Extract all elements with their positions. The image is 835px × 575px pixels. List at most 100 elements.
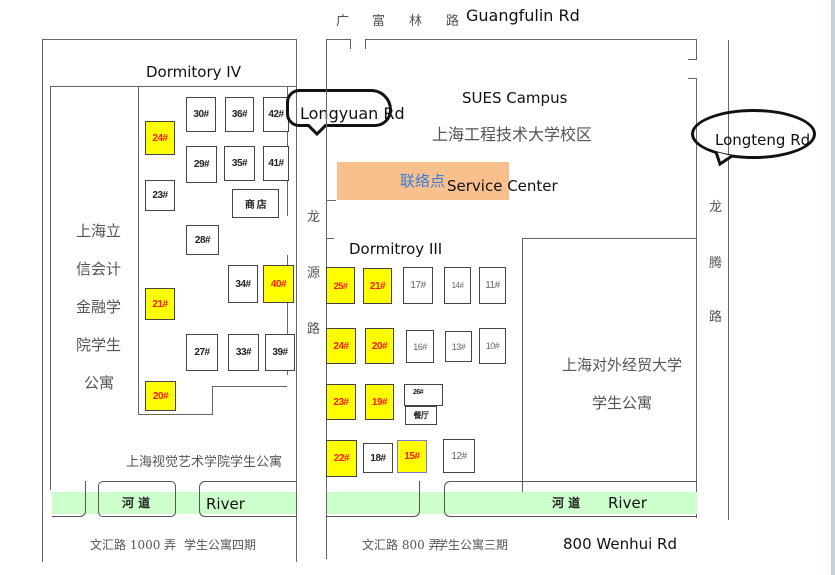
building-21-highlighted[interactable]: 21# (145, 288, 175, 320)
building-24-d3-highlighted[interactable]: 24# (326, 328, 356, 364)
building-39[interactable]: 39# (265, 334, 295, 371)
sufe-dorm-top (522, 238, 697, 239)
longteng-road-edge (728, 40, 729, 520)
longteng-road-cn-2: 腾 (709, 256, 723, 271)
building-20-d3-highlighted[interactable]: 20# (365, 328, 394, 364)
neighbor-visual-arts-dorm: 上海视觉艺术学院学生公寓 (126, 455, 283, 470)
campus-title-cn: 上海工程技术大学校区 (432, 125, 593, 144)
neighbor-lixin-dorm: 上海立 信会计 金融学 院学生 公寓 (76, 212, 121, 402)
river-dorm4 (52, 492, 296, 514)
river-bank-3 (199, 481, 296, 517)
longyuan-road-cn-1: 龙 (307, 210, 321, 225)
building-18[interactable]: 18# (363, 443, 393, 473)
longyuan-road-label: Longyuan Rd (300, 104, 405, 123)
building-23[interactable]: 23# (145, 180, 175, 211)
dorm4-campus-bottom (138, 414, 212, 415)
guangfulin-road-cn-1: 广 (336, 14, 350, 29)
building-20-highlighted[interactable]: 20# (145, 381, 176, 411)
building-28[interactable]: 28# (186, 225, 219, 255)
building-24-highlighted[interactable]: 24# (145, 121, 175, 155)
building-23-d3-highlighted[interactable]: 23# (326, 384, 356, 420)
wenhui-road-label: 800 Wenhui Rd (563, 535, 677, 553)
building-11[interactable]: 11# (479, 267, 506, 304)
neighbor-sufe-line-2: 学生公寓 (592, 394, 653, 412)
vertical-scrollbar[interactable] (831, 0, 835, 575)
river-label-en-dorm3: River (608, 494, 647, 512)
river-label-cn-dorm4: 河 道 (122, 496, 151, 510)
shop-building[interactable]: 商 店 (232, 189, 279, 218)
dorm4-campus-left (138, 86, 139, 414)
river-bank-5 (444, 481, 697, 517)
building-40-highlighted[interactable]: 40# (263, 265, 294, 303)
river-bank-1 (52, 481, 86, 517)
dorm4-phase: 学生公寓四期 (184, 538, 257, 552)
dorm4-campus-step-top (212, 386, 287, 387)
campus-right-gate-tick (688, 78, 697, 79)
river-bank-4 (326, 481, 420, 517)
building-14[interactable]: 14# (444, 267, 471, 304)
river-bank-2 (98, 481, 176, 517)
campus-gate-left-top (326, 39, 350, 40)
campus-right-top-tick (688, 59, 697, 60)
building-22-highlighted[interactable]: 22# (326, 440, 357, 477)
neighbor-lixin-line-1: 上海立 (76, 222, 122, 240)
campus-right-wall (696, 78, 697, 518)
dorm3-top-tick (326, 238, 334, 239)
campus-gate-right-post (365, 39, 366, 49)
building-13[interactable]: 13# (445, 331, 472, 362)
dorm4-campus-right-lower (287, 255, 288, 375)
building-12[interactable]: 12# (443, 439, 475, 473)
building-21-d3-highlighted[interactable]: 21# (363, 268, 392, 304)
longyuan-road-cn-2: 源 (307, 266, 321, 281)
dorm4-address: 文汇路 1000 弄 (90, 538, 177, 552)
neighbor-sufe-dorm: 上海对外经贸大学 学生公寓 (562, 346, 682, 422)
neighbor-lixin-line-3: 金融学 (76, 298, 122, 316)
river-label-cn-dorm3: 河 道 (552, 496, 581, 510)
longyuan-callout-bubble (286, 89, 392, 127)
neighbor-lixin-line-5: 公寓 (84, 374, 115, 392)
building-41[interactable]: 41# (263, 146, 289, 181)
campus-title-en: SUES Campus (462, 89, 568, 107)
building-25-highlighted[interactable]: 25# (326, 267, 355, 304)
building-33[interactable]: 33# (228, 334, 259, 371)
building-10[interactable]: 10# (479, 328, 506, 364)
dorm4-inner-top (50, 86, 296, 87)
building-19-highlighted[interactable]: 19# (365, 384, 394, 420)
dorm4-campus-step (212, 386, 213, 415)
neighbor-lixin-line-4: 院学生 (76, 336, 122, 354)
building-34[interactable]: 34# (228, 265, 258, 303)
longteng-callout-tail (714, 152, 733, 167)
guangfulin-road-cn-4: 路 (446, 14, 460, 29)
longteng-road-cn-1: 龙 (709, 200, 723, 215)
building-30[interactable]: 30# (186, 97, 216, 132)
dorm4-inner-left (50, 86, 51, 490)
dorm4-outer-left (42, 39, 43, 562)
sufe-dorm-left (522, 238, 523, 496)
longteng-road-cn-3: 路 (709, 310, 723, 325)
longteng-road-label: Longteng Rd (715, 131, 811, 149)
service-center-label-en: Service Center (447, 177, 558, 195)
building-35[interactable]: 35# (224, 146, 255, 181)
dorm4-outer-right (296, 39, 297, 562)
building-26[interactable]: 26# (404, 384, 443, 406)
building-16[interactable]: 16# (406, 330, 434, 363)
longteng-callout-bubble (691, 109, 816, 159)
service-center-area[interactable] (337, 162, 509, 200)
building-36[interactable]: 36# (225, 97, 254, 132)
canteen-building[interactable]: 餐厅 (405, 406, 437, 425)
building-15-highlighted[interactable]: 15# (397, 440, 427, 473)
dorm3-title: Dormitroy III (349, 240, 443, 258)
service-center-label-cn: 联络点 (400, 172, 446, 190)
dorm4-outer-top (42, 39, 296, 40)
guangfulin-road-label: Guangfulin Rd (466, 6, 580, 25)
dorm3-address: 文汇路 800 弄 (362, 538, 441, 552)
campus-right-top-post (696, 39, 697, 59)
campus-top-wall (365, 39, 697, 40)
building-17[interactable]: 17# (403, 267, 433, 304)
campus-gate-left-post (350, 39, 351, 49)
guangfulin-road-cn-2: 富 (372, 14, 386, 29)
river-label-en-dorm4: River (206, 495, 245, 513)
building-29[interactable]: 29# (186, 146, 217, 183)
longyuan-road-cn-3: 路 (307, 322, 321, 337)
building-27[interactable]: 27# (186, 334, 218, 371)
